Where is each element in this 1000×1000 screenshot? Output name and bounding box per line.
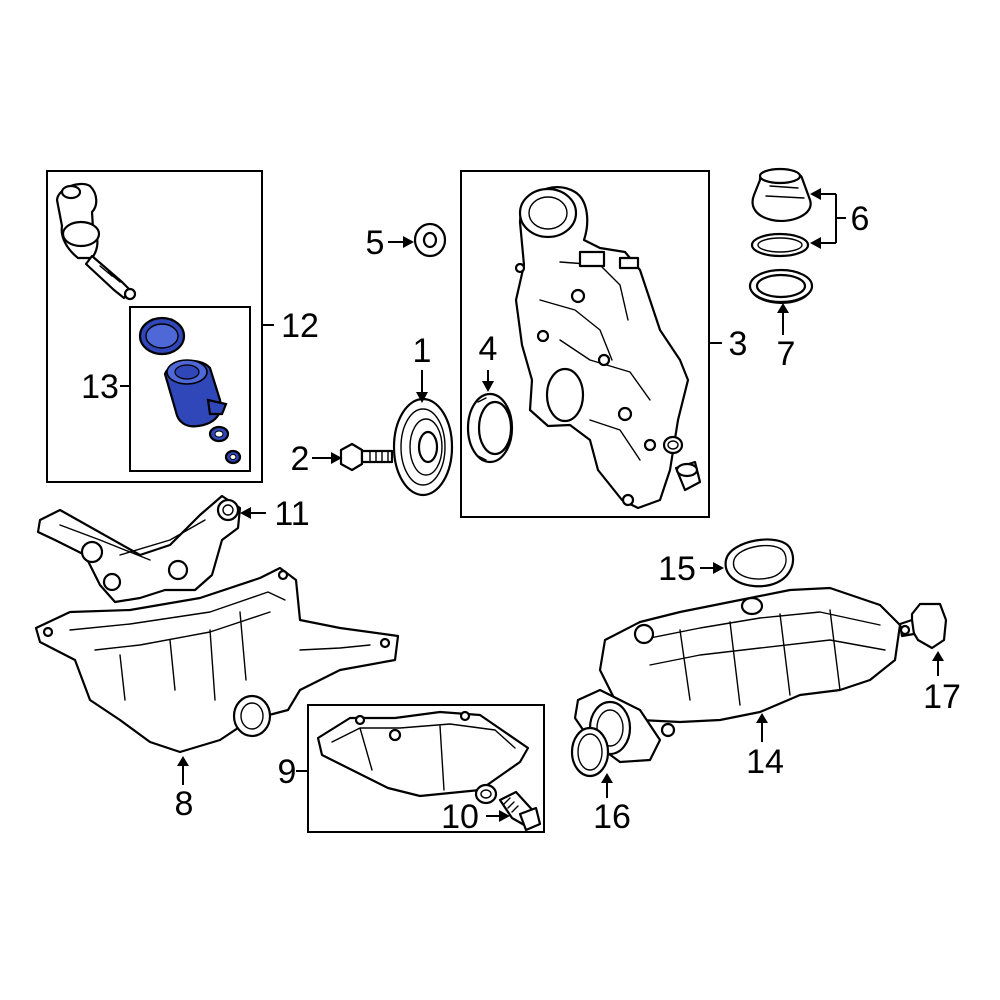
callout-7[interactable]: 7: [777, 335, 796, 373]
leader-lines: [120, 188, 944, 822]
callout-14[interactable]: 14: [746, 743, 784, 781]
pulley-bolt[interactable]: [339, 442, 394, 472]
oil-filter-housing[interactable]: [55, 182, 137, 301]
lower-oil-pan-frame: [307, 704, 545, 833]
intake-manifold[interactable]: [573, 586, 902, 764]
throttle-gasket[interactable]: [570, 726, 610, 778]
callout-13[interactable]: 13: [81, 368, 119, 406]
callout-labels: 1 2 3 4 5 6 7 8 9 10 11 12 13 14 15 16 1…: [81, 200, 961, 836]
filler-neck-seal[interactable]: [748, 268, 814, 304]
callout-17[interactable]: 17: [923, 678, 961, 716]
callout-8[interactable]: 8: [175, 785, 194, 823]
callout-5[interactable]: 5: [366, 224, 385, 262]
timing-cover[interactable]: [514, 186, 702, 510]
callout-15[interactable]: 15: [658, 550, 696, 588]
callout-2[interactable]: 2: [291, 440, 310, 478]
callout-4[interactable]: 4: [479, 330, 498, 368]
drain-plug[interactable]: [474, 783, 542, 832]
callout-12[interactable]: 12: [281, 307, 319, 345]
washer[interactable]: [413, 222, 447, 258]
upper-oil-pan[interactable]: [34, 566, 400, 754]
manifold-sensor[interactable]: [898, 602, 948, 650]
intake-gasket[interactable]: [724, 538, 795, 588]
callout-16[interactable]: 16: [593, 798, 631, 836]
callout-6[interactable]: 6: [851, 200, 870, 238]
crankshaft-pulley[interactable]: [392, 397, 454, 497]
engine-bracket[interactable]: [36, 494, 242, 604]
callout-11[interactable]: 11: [274, 495, 309, 533]
oil-filter-kit-frame: [129, 306, 251, 472]
callout-1[interactable]: 1: [413, 332, 432, 370]
lower-oil-pan[interactable]: [316, 710, 530, 798]
oil-filter-kit[interactable]: [138, 316, 242, 465]
crankshaft-seal[interactable]: [466, 392, 514, 464]
callout-3[interactable]: 3: [729, 325, 748, 363]
oil-filler-cap[interactable]: [750, 167, 812, 258]
callout-10[interactable]: 10: [441, 798, 479, 836]
callout-9[interactable]: 9: [278, 753, 297, 791]
oil-filter-housing-frame: [46, 170, 263, 483]
